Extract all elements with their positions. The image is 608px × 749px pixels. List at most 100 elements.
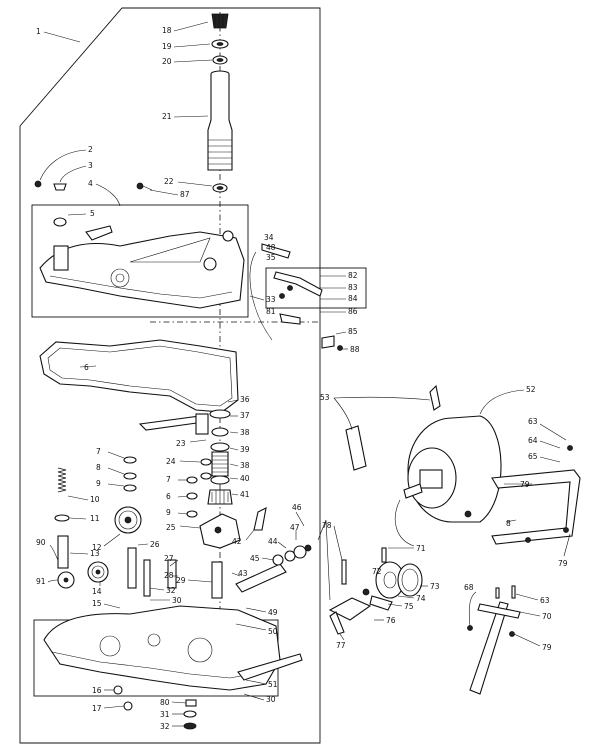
callout-31: 31 — [160, 710, 170, 719]
callout-7b: 7 — [166, 475, 171, 484]
callout-50: 50 — [268, 627, 278, 636]
assembly-outline — [19, 7, 321, 744]
callout-70: 70 — [542, 612, 552, 621]
callout-82: 82 — [348, 271, 358, 280]
callout-1: 1 — [36, 27, 41, 36]
callout-90: 90 — [36, 538, 46, 547]
callout-79a: 79 — [520, 480, 530, 489]
callout-44: 44 — [268, 537, 278, 546]
callout-labels: 1 18 19 20 21 2 3 4 5 22 87 34 48 35 33 … — [36, 21, 571, 731]
cover-screws — [34, 180, 153, 191]
callout-80: 80 — [160, 698, 170, 707]
mid-gear-train — [54, 409, 312, 599]
lower-bracket — [467, 585, 521, 695]
callout-52: 52 — [526, 385, 536, 394]
callout-35: 35 — [266, 253, 276, 262]
shaft-stack — [207, 13, 233, 193]
callout-26: 26 — [150, 540, 160, 549]
pulley-group — [317, 519, 423, 635]
callout-14: 14 — [92, 587, 102, 596]
callout-37: 37 — [240, 411, 250, 420]
callout-17: 17 — [92, 704, 102, 713]
callout-63b: 63 — [540, 596, 550, 605]
callout-51: 51 — [268, 680, 278, 689]
callout-86: 86 — [348, 307, 358, 316]
callout-6: 6 — [84, 363, 89, 372]
callout-15: 15 — [92, 599, 102, 608]
callout-18: 18 — [162, 26, 172, 35]
callout-8: 8 — [96, 463, 101, 472]
callout-81: 81 — [266, 307, 276, 316]
callout-25: 25 — [166, 523, 176, 532]
callout-10: 10 — [90, 495, 100, 504]
motor-assembly — [345, 384, 581, 547]
lower-housing — [43, 605, 303, 691]
callout-30a: 30 — [172, 596, 182, 605]
callout-27: 27 — [164, 554, 174, 563]
callout-22: 22 — [164, 177, 174, 186]
link-parts — [249, 243, 343, 351]
gasket-inner — [47, 345, 233, 407]
callout-16: 16 — [92, 686, 102, 695]
callout-75: 75 — [404, 602, 414, 611]
callout-72: 72 — [372, 567, 382, 576]
callout-29: 29 — [176, 576, 186, 585]
callout-9a: 9 — [96, 479, 101, 488]
callout-85: 85 — [348, 327, 358, 336]
callout-42: 42 — [232, 537, 242, 546]
callout-87: 87 — [180, 190, 190, 199]
callout-79c: 79 — [542, 643, 552, 652]
callout-21: 21 — [162, 112, 172, 121]
upper-cover-box — [31, 204, 249, 318]
callout-46: 46 — [292, 503, 302, 512]
callout-9b: 9 — [166, 508, 171, 517]
callout-3: 3 — [88, 161, 93, 170]
upper-cover — [39, 217, 245, 309]
link-box — [265, 267, 367, 309]
callout-28: 28 — [164, 571, 174, 580]
callout-5: 5 — [90, 209, 95, 218]
callout-23: 23 — [176, 439, 186, 448]
callout-32b: 32 — [160, 722, 170, 731]
callout-49: 49 — [268, 608, 278, 617]
callout-8b: 8 — [506, 519, 511, 528]
callout-83: 83 — [348, 283, 358, 292]
callout-48: 48 — [266, 243, 276, 252]
bottom-fasteners — [113, 685, 197, 730]
callout-41: 41 — [240, 490, 250, 499]
callout-36: 36 — [240, 395, 250, 404]
callout-39: 39 — [240, 445, 250, 454]
callout-78a: 78 — [322, 521, 332, 530]
callout-30b: 30 — [266, 695, 276, 704]
callout-88: 88 — [350, 345, 360, 354]
callout-73: 73 — [430, 582, 440, 591]
callout-77: 77 — [336, 641, 346, 650]
callout-45: 45 — [250, 554, 260, 563]
callout-2: 2 — [88, 145, 93, 154]
callout-79b: 79 — [558, 559, 568, 568]
gasket — [39, 339, 239, 413]
callout-84: 84 — [348, 294, 358, 303]
callout-7a: 7 — [96, 447, 101, 456]
callout-19: 19 — [162, 42, 172, 51]
callout-24: 24 — [166, 457, 176, 466]
callout-63a: 63 — [528, 417, 538, 426]
callout-4: 4 — [88, 179, 93, 188]
callout-32a: 32 — [166, 586, 176, 595]
callout-13: 13 — [90, 549, 100, 558]
callout-43: 43 — [238, 569, 248, 578]
callout-34: 34 — [264, 233, 274, 242]
callout-20: 20 — [162, 57, 172, 66]
callout-40: 40 — [240, 474, 250, 483]
callout-76: 76 — [386, 616, 396, 625]
callout-64: 64 — [528, 436, 538, 445]
callout-6b: 6 — [166, 492, 171, 501]
callout-12: 12 — [92, 543, 102, 552]
callout-74: 74 — [416, 594, 426, 603]
callout-91: 91 — [36, 577, 46, 586]
callout-65: 65 — [528, 452, 538, 461]
callout-71: 71 — [416, 544, 426, 553]
callout-68: 68 — [464, 583, 474, 592]
callout-33: 33 — [266, 295, 276, 304]
